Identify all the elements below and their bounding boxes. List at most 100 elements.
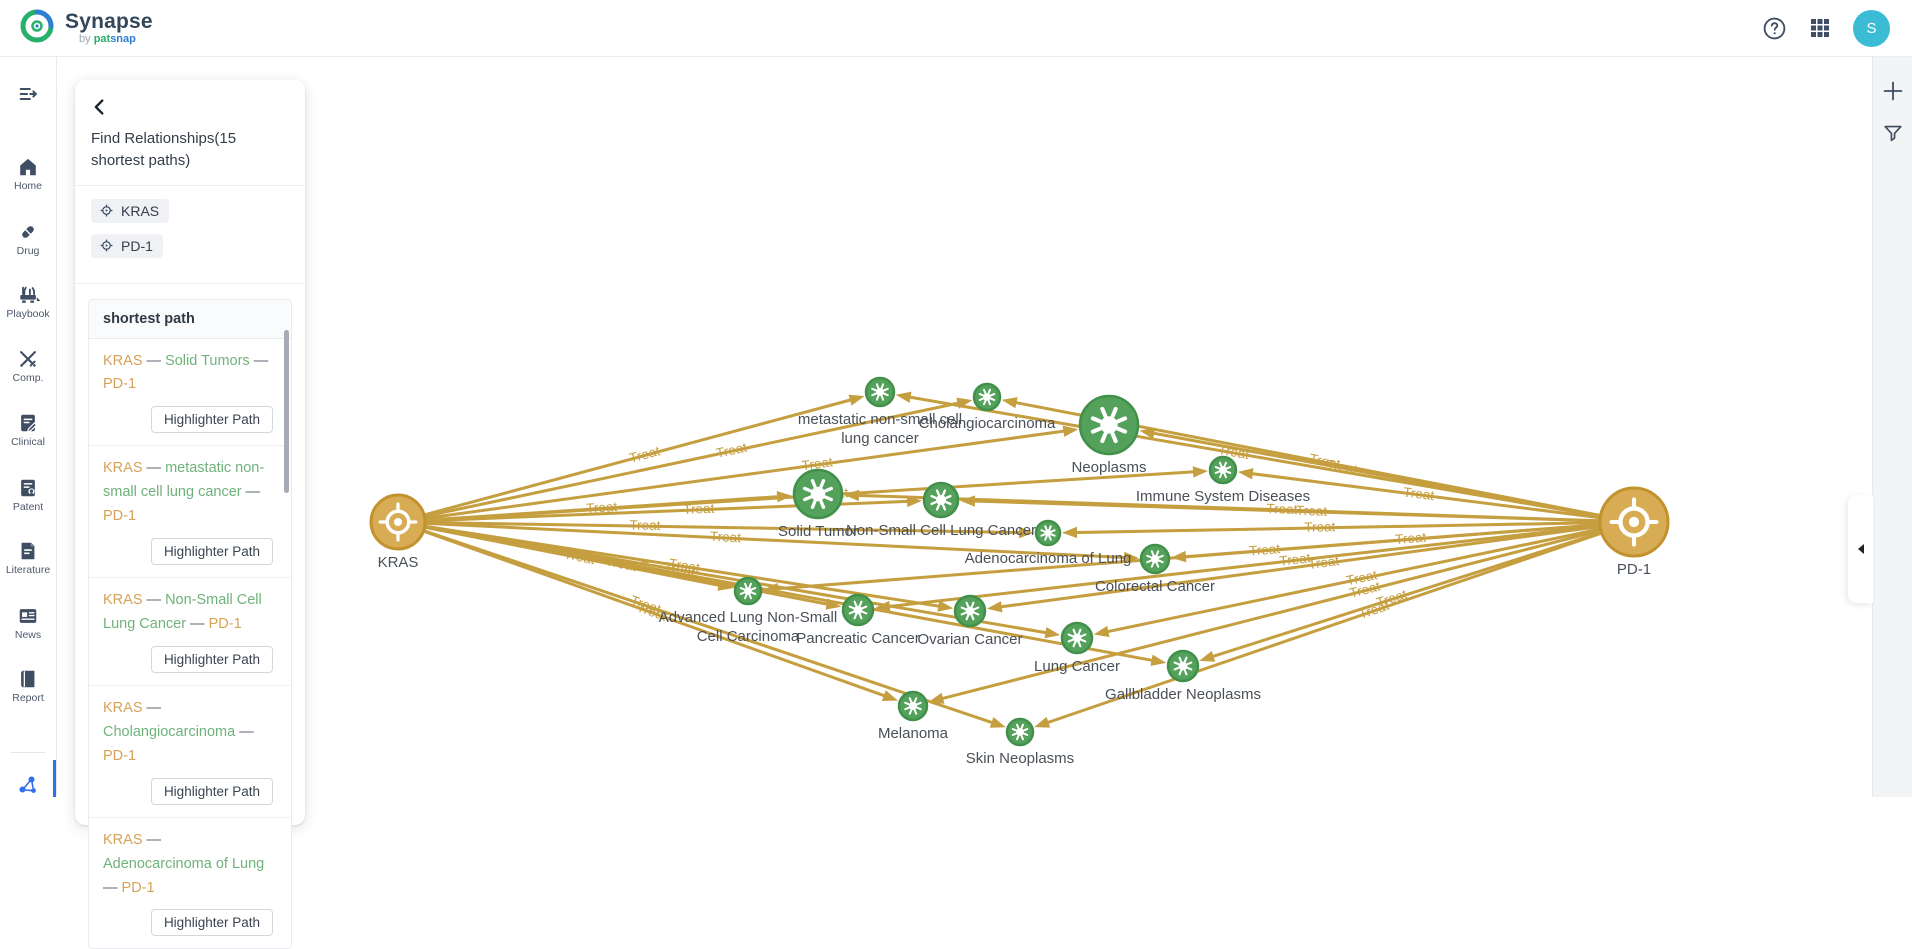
compare-icon (17, 348, 39, 370)
collapse-menu-icon[interactable] (17, 83, 39, 110)
sidebar-item-home[interactable]: Home (0, 156, 56, 192)
filter-icon[interactable] (1881, 121, 1905, 145)
help-icon[interactable] (1761, 15, 1787, 41)
edge-label: Treat (710, 529, 742, 546)
logo-text: Synapse (65, 11, 153, 32)
graph-node-label: KRAS (378, 554, 419, 571)
apps-grid-icon[interactable] (1807, 15, 1833, 41)
graph-node-neoplasms[interactable]: Neoplasms (1071, 396, 1146, 476)
patent-icon (17, 477, 39, 499)
path-text: KRAS — Solid Tumors — PD-1 (103, 350, 273, 398)
news-icon (17, 605, 39, 627)
list-scrollbar[interactable] (284, 330, 289, 493)
highlighter-path-button[interactable]: Highlighter Path (151, 909, 273, 936)
edge-label: Treat (1357, 598, 1391, 622)
graph-node-label: Skin Neoplasms (966, 750, 1074, 767)
graph-node-label: Gallbladder Neoplasms (1105, 686, 1261, 703)
graph-node-label: Pancreatic Cancer (796, 630, 919, 647)
graph-node-PD-1[interactable]: PD-1 (1600, 488, 1668, 578)
graph-node-label: Adenocarcinoma of Lung (965, 550, 1132, 567)
sidebar-item-literature[interactable]: Literature (0, 540, 56, 576)
sidebar-item-clinical[interactable]: Clinical (0, 412, 56, 448)
graph-node-label: Non-Small Cell Lung Cancer (846, 522, 1036, 539)
find-relationships-panel: Find Relationships(15 shortest paths) KR… (75, 80, 305, 825)
right-toolbar (1872, 57, 1912, 797)
sidebar-item-news[interactable]: News (0, 605, 56, 641)
graph-node-KRAS[interactable]: KRAS (371, 495, 425, 571)
relationship-graph-icon[interactable] (16, 773, 40, 802)
edge-label: Treat (1325, 457, 1358, 477)
graph-node-skin[interactable]: Skin Neoplasms (966, 719, 1074, 767)
graph-node-label: Advanced Lung Non-Small (659, 609, 837, 626)
panel-title: Find Relationships(15 shortest paths) (91, 128, 289, 172)
target-icon (99, 238, 114, 253)
graph-node-label: Cell Carcinoma (697, 628, 800, 645)
sidebar-item-playbook[interactable]: Playbook (0, 284, 56, 320)
drug-icon (17, 221, 39, 243)
edge-label: Treat (1304, 519, 1336, 535)
entity-chip-pd-1[interactable]: PD-1 (91, 234, 163, 258)
graph-node-label: PD-1 (1617, 561, 1651, 578)
edge-label: Treat (1307, 553, 1340, 572)
edge-label: Treat (1296, 503, 1328, 519)
sidebar-item-drug[interactable]: Drug (0, 221, 56, 257)
divider (75, 283, 305, 284)
highlighter-path-button[interactable]: Highlighter Path (151, 646, 273, 673)
highlighter-path-button[interactable]: Highlighter Path (151, 538, 273, 565)
edge-label: Treat (586, 499, 618, 516)
edge-label: Treat (683, 501, 715, 517)
panel-collapse-tab[interactable] (1848, 495, 1873, 603)
highlighter-path-button[interactable]: Highlighter Path (151, 778, 273, 805)
clinical-icon (17, 412, 39, 434)
playbook-icon (17, 284, 39, 306)
edge-label: Treat (629, 517, 661, 533)
entity-chips: KRAS PD-1 (75, 186, 305, 270)
plus-icon[interactable] (1881, 79, 1905, 103)
report-icon (17, 668, 39, 690)
graph-node-label: Ovarian Cancer (917, 631, 1022, 648)
graph-node-label: lung cancer (841, 430, 919, 447)
edge-label: Treat (1249, 541, 1281, 558)
back-chevron-icon[interactable] (89, 96, 111, 118)
home-icon (17, 156, 39, 178)
app-logo[interactable]: Synapse by patsnap (18, 7, 153, 50)
sidebar-item-patent[interactable]: Patent (0, 477, 56, 513)
edge-label: Treat (1402, 484, 1435, 503)
literature-icon (17, 540, 39, 562)
shortest-path-item[interactable]: KRAS — Non-Small Cell Lung Cancer — PD-1… (89, 578, 291, 686)
edge-label: Treat (628, 443, 662, 466)
path-text: KRAS — metastatic non-small cell lung ca… (103, 457, 273, 529)
rail-divider (11, 752, 45, 753)
edge-PD-1-ovarian[interactable] (986, 527, 1599, 615)
active-nav-indicator (53, 760, 56, 797)
shortest-path-item[interactable]: KRAS — metastatic non-small cell lung ca… (89, 446, 291, 578)
path-text: KRAS — Cholangiocarcinoma — PD-1 (103, 697, 273, 769)
graph-node-label: Immune System Diseases (1136, 488, 1310, 505)
sidebar-item-report[interactable]: Report (0, 668, 56, 704)
user-avatar[interactable]: S (1853, 10, 1890, 47)
graph-node-label: Lung Cancer (1034, 658, 1120, 675)
sidebar-item-comp[interactable]: Comp. (0, 348, 56, 384)
path-text: KRAS — Non-Small Cell Lung Cancer — PD-1 (103, 589, 273, 637)
shortest-path-list: shortest path KRAS — Solid Tumors — PD-1… (88, 299, 292, 949)
edge-label: Treat (563, 546, 597, 567)
edge-label: Treat (715, 440, 749, 461)
graph-node-immune[interactable]: Immune System Diseases (1136, 457, 1310, 505)
target-icon (99, 203, 114, 218)
collapse-arrow-icon (1857, 544, 1865, 554)
graph-node-label: Cholangiocarcinoma (919, 415, 1056, 432)
edge-label: Treat (604, 553, 638, 574)
edge-label: Treat (1395, 530, 1427, 547)
highlighter-path-button[interactable]: Highlighter Path (151, 406, 273, 433)
synapse-logo-icon (18, 7, 56, 50)
path-text: KRAS — Adenocarcinoma of Lung — PD-1 (103, 829, 273, 901)
entity-chip-kras[interactable]: KRAS (91, 199, 169, 223)
edge-KRAS-neoplasms[interactable] (426, 424, 1079, 519)
graph-node-label: Neoplasms (1071, 459, 1146, 476)
